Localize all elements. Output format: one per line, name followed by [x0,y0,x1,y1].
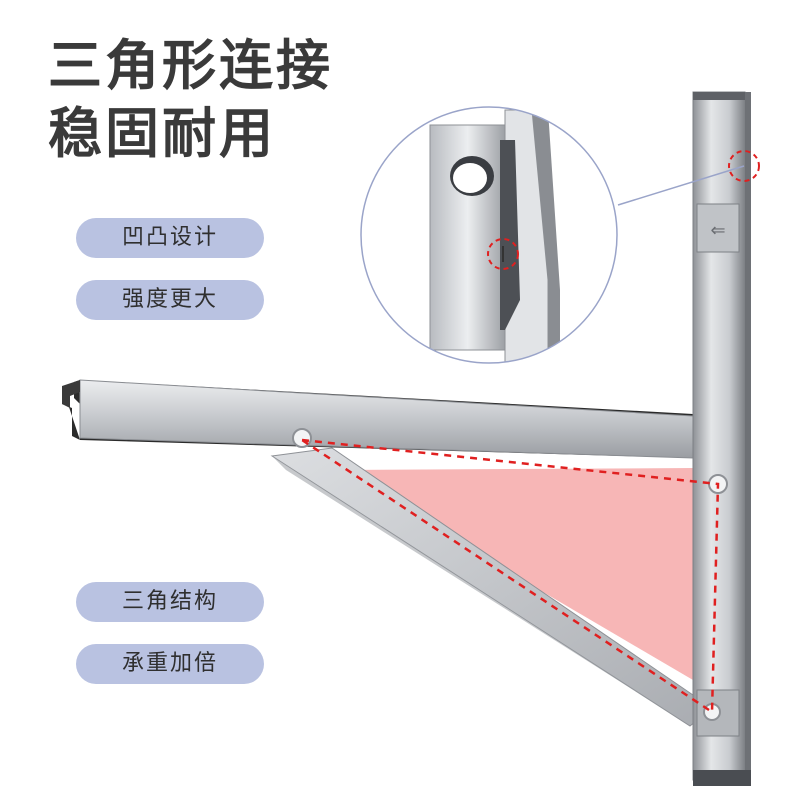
headline: 三角形连接 稳固耐用 [48,32,333,168]
feature-pill-load: 承重加倍 [76,644,264,684]
zoom-callout [360,106,760,364]
triangle-outline [301,438,720,715]
left-double-arrow-icon: ⇐ [710,220,725,241]
red-dashed-circle-icon [487,238,519,270]
feature-pill-strength: 强度更大 [76,280,264,320]
headline-line-2: 稳固耐用 [48,102,276,165]
headline-line-1: 三角形连接 [48,34,333,97]
feature-pill-triangle: 三角结构 [76,582,264,622]
magnifier-circle-icon [360,106,618,364]
horizontal-arm [62,379,694,459]
feature-pill-concave-convex: 凹凸设计 [76,218,264,258]
vertical-post: ⇐ [692,91,751,786]
red-dashed-circle-icon [728,150,760,182]
